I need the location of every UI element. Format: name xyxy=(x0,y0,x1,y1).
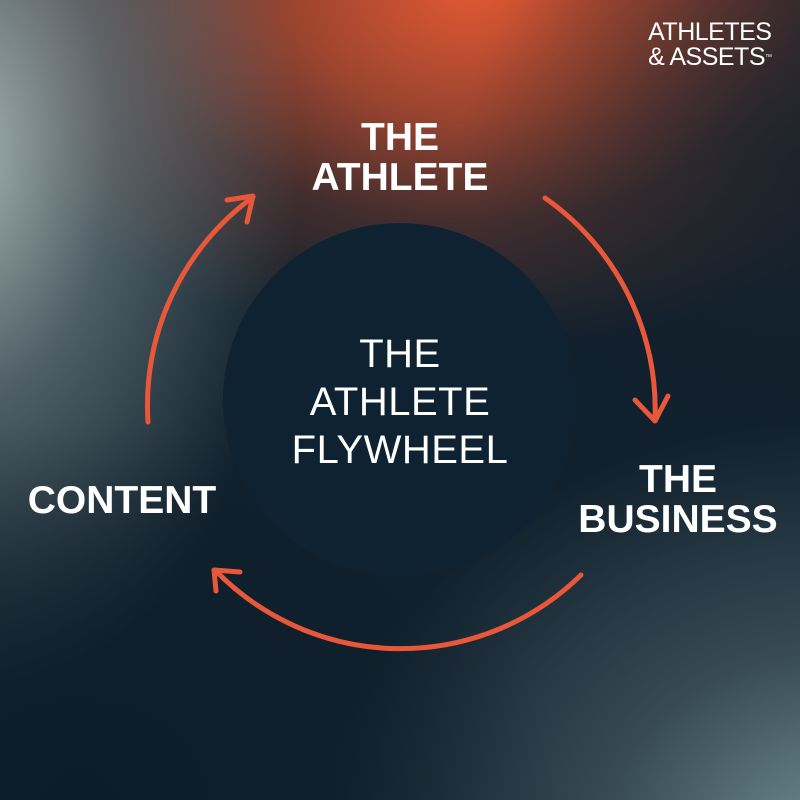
center-disc: THE ATHLETE FLYWHEEL xyxy=(223,223,577,577)
node-the-athlete: THE ATHLETE xyxy=(298,118,502,198)
center-title-line-2: ATHLETE xyxy=(309,380,491,424)
node-content: CONTENT xyxy=(14,481,230,521)
center-title-line-1: THE xyxy=(359,332,441,376)
arrow-content-to-athlete xyxy=(144,194,256,425)
arrowhead-business xyxy=(632,393,671,424)
arrow-athlete-to-business xyxy=(542,195,658,423)
logo-line-1: ATHLETES xyxy=(648,18,772,46)
center-title-line-3: FLYWHEEL xyxy=(291,428,509,472)
arrowhead-athlete xyxy=(224,193,256,225)
node-the-business: THE BUSINESS xyxy=(572,460,784,540)
arrow-business-to-content-arrowhead-shaft xyxy=(212,567,584,652)
node-athlete-line-2: ATHLETE xyxy=(311,156,489,199)
trademark-symbol: ™ xyxy=(765,54,772,61)
logo-line-2-text: & ASSETS xyxy=(648,43,765,71)
logo-line-2: & ASSETS™ xyxy=(648,45,772,70)
center-title: THE ATHLETE FLYWHEEL xyxy=(292,330,509,474)
node-content-line-1: CONTENT xyxy=(27,479,217,522)
node-business-line-1: THE xyxy=(639,458,717,501)
arrowhead-content xyxy=(211,567,243,594)
brand-logo: ATHLETES & ASSETS™ xyxy=(648,20,772,70)
node-business-line-2: BUSINESS xyxy=(578,498,778,541)
node-athlete-line-1: THE xyxy=(361,116,439,159)
